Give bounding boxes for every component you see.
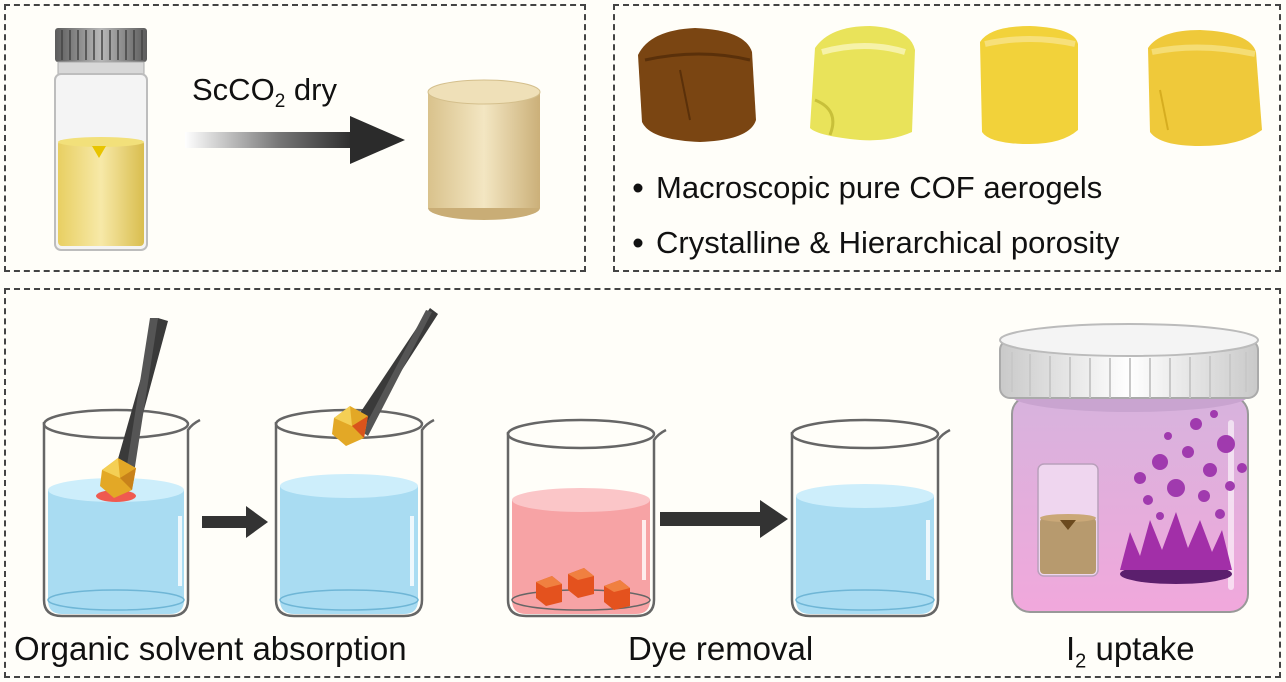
aerogel-panel bbox=[613, 4, 1281, 272]
aerogel-cubes-icon bbox=[536, 568, 630, 610]
bullet-crystalline: Crystalline & Hierarchical porosity bbox=[656, 225, 1120, 260]
beaker-absorbed-icon bbox=[274, 408, 435, 618]
tweezers-1-icon bbox=[112, 318, 168, 486]
label-organic-solvent-absorption: Organic solvent absorption bbox=[14, 630, 407, 667]
bullet-dot-1 bbox=[633, 183, 643, 193]
aerogel-sample-brown-icon bbox=[638, 28, 756, 142]
scco2-dry-label: ScCO2 dry bbox=[192, 72, 337, 113]
arrow-2-icon bbox=[660, 500, 788, 538]
tweezers-2-icon bbox=[350, 308, 438, 436]
label-dye-removal: Dye removal bbox=[628, 630, 814, 667]
applications-panel bbox=[4, 288, 1281, 678]
aerogel-sample-yellow-3-icon bbox=[1148, 30, 1262, 146]
aerogel-sample-yellow-1-icon bbox=[810, 26, 915, 141]
aerogel-sample-yellow-2-icon bbox=[980, 26, 1078, 144]
synthesis-panel bbox=[4, 4, 586, 272]
aerogel-piece-1-icon bbox=[100, 458, 136, 498]
scco2-arrow-icon bbox=[185, 116, 405, 164]
beaker-clean-icon bbox=[790, 418, 951, 618]
bullet-macroscopic: Macroscopic pure COF aerogels bbox=[656, 170, 1103, 205]
iodine-crystals-icon bbox=[1120, 410, 1247, 584]
vial-icon bbox=[54, 28, 148, 251]
small-vial-icon bbox=[1037, 463, 1099, 577]
aerogel-piece-2-icon bbox=[332, 406, 368, 446]
bullet-dot-2 bbox=[633, 238, 643, 248]
aerogel-cylinder-icon bbox=[427, 79, 541, 220]
label-iodine-uptake: I2 uptake bbox=[1066, 630, 1195, 673]
beaker-absorbing-icon bbox=[42, 408, 201, 618]
arrow-1-icon bbox=[202, 506, 268, 538]
